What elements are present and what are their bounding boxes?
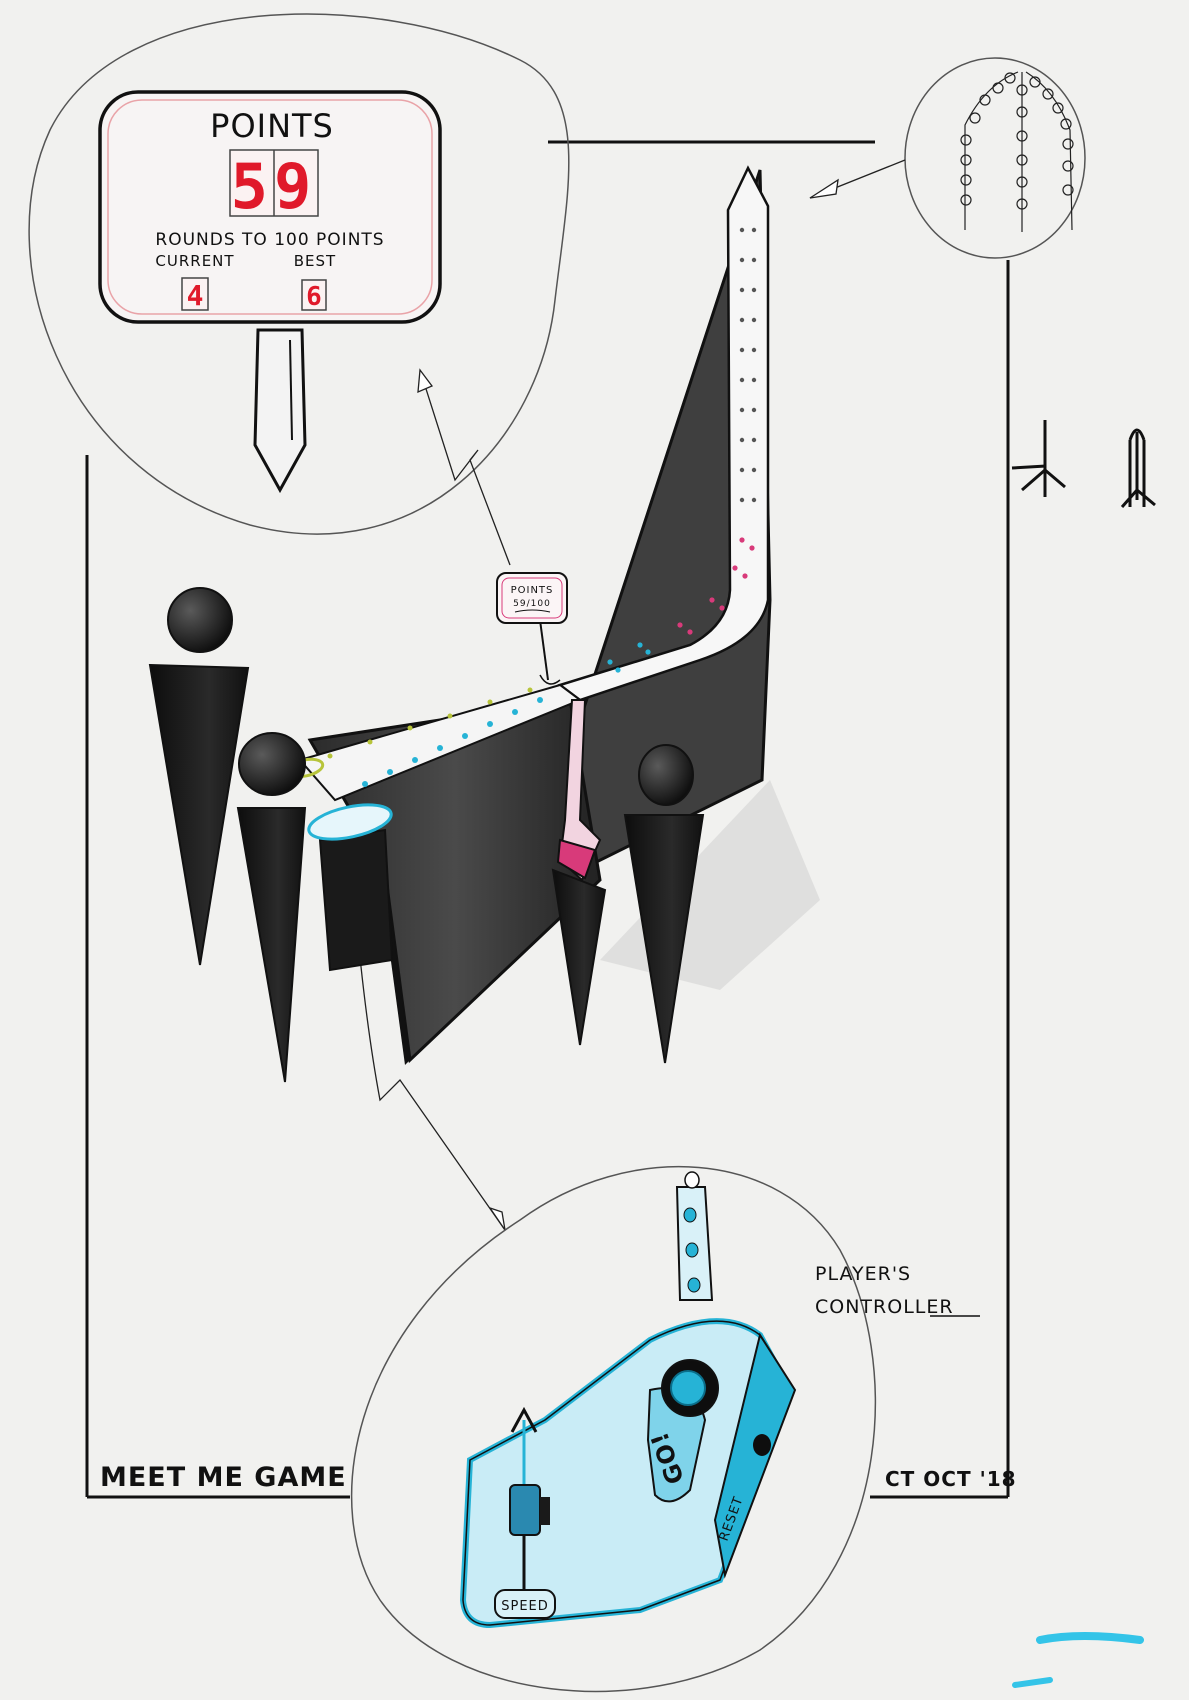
cyan-stray-mark: [1040, 1636, 1140, 1640]
small-sign-line1: POINTS: [511, 585, 554, 596]
current-rounds-value: 4: [187, 279, 204, 312]
speed-label: SPEED: [501, 1599, 549, 1614]
controller-detail-bubble: GO! RESET SPEED: [352, 1167, 876, 1692]
best-rounds-value: 6: [306, 282, 322, 312]
speed-slider-handle[interactable]: [510, 1485, 540, 1535]
small-points-sign: [497, 573, 567, 623]
footer-signature: CT OCT '18: [885, 1467, 1017, 1491]
small-sign-line2: 59/100: [513, 599, 551, 609]
reset-button[interactable]: [753, 1434, 771, 1456]
footer-title: MEET ME GAME: [100, 1462, 347, 1493]
go-button[interactable]: [671, 1371, 705, 1405]
scoreboard-title: POINTS: [210, 107, 334, 145]
points-value: 59: [231, 150, 318, 223]
current-label: CURRENT: [155, 252, 234, 270]
controller-caption-line2: CONTROLLER: [815, 1296, 954, 1318]
scoreboard-detail-bubble: POINTS 59 ROUNDS TO 100 POINTS CURRENT B…: [29, 14, 569, 534]
controller-caption-line1: PLAYER'S: [815, 1263, 911, 1285]
rounds-label: ROUNDS TO 100 POINTS: [155, 230, 384, 250]
bead-chain-detail-bubble: [905, 58, 1085, 258]
best-label: BEST: [294, 252, 336, 270]
people-meet-icon: [1012, 420, 1155, 507]
